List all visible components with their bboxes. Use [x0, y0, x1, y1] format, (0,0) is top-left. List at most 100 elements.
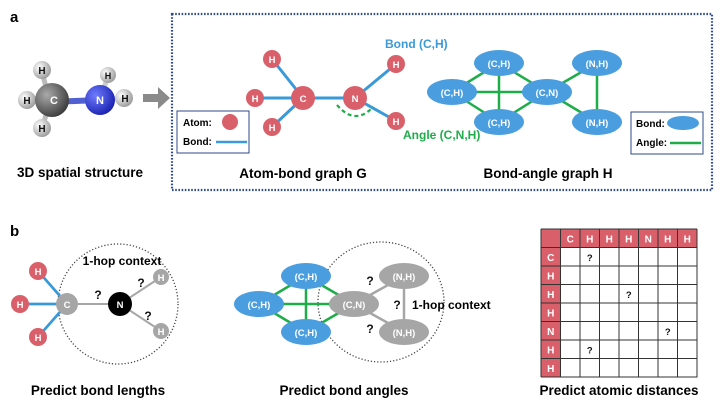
group: (C,H) (C,H) (C,H) (C,N) (N,H) (N,H): [441, 59, 609, 129]
label-text: (N,H): [586, 118, 609, 129]
matrix-row-header: N: [547, 327, 554, 338]
atom-node: [263, 50, 281, 68]
matrix-cell: [677, 321, 698, 341]
atom-node: [56, 293, 78, 315]
atom-node: [246, 89, 264, 107]
panel-b-label: b: [10, 223, 19, 240]
bond-node: [522, 79, 572, 105]
label-text: (C,N): [343, 300, 366, 311]
n-atom-3d: [85, 85, 115, 115]
matrix-col-header-cell: [599, 229, 619, 248]
matrix-row-header-cell: [541, 247, 561, 266]
molecule-3d: H H H C N H H: [18, 61, 133, 137]
panel-a-label: a: [10, 9, 19, 26]
atom-bond-graph: H H H C N H H: [246, 50, 405, 136]
label-text: Bond:: [636, 119, 665, 130]
label-text: C: [50, 95, 58, 107]
context-label: 1-hop context: [83, 254, 162, 268]
matrix-row-header-cell: [541, 303, 561, 322]
label-text: Bond:: [183, 137, 212, 148]
matrix-row-header: C: [547, 253, 554, 264]
bond-legend-marker: [667, 116, 699, 130]
bond-annotation: Bond (C,H): [385, 37, 448, 51]
matrix-cell: [599, 265, 620, 285]
group: ? ? ?: [94, 276, 151, 323]
label-text: (C,H): [295, 328, 318, 339]
label-text: Angle:: [636, 138, 667, 149]
group: H H H C N H H: [252, 55, 400, 134]
label-text: H: [38, 66, 45, 77]
label-text: (C,H): [441, 88, 464, 99]
bond-node: [379, 263, 429, 289]
matrix-col-header: H: [625, 234, 632, 245]
label-text: ?: [366, 274, 373, 288]
matrix-cell: [560, 358, 581, 378]
matrix-col-header: H: [664, 234, 671, 245]
matrix-cell: [657, 247, 678, 267]
matrix-col-header-cell: [580, 229, 600, 248]
bond-node: [572, 109, 622, 135]
matrix-row-header: H: [547, 364, 554, 375]
atom-node: [153, 269, 169, 285]
atom-legend-marker: [222, 114, 238, 130]
matrix-cell: [599, 321, 620, 341]
atom-node: [387, 55, 405, 73]
matrix-cell: [618, 339, 639, 359]
atom-node: [108, 292, 132, 316]
label-text: H: [38, 124, 45, 135]
bond-node: [474, 50, 524, 76]
group: H H H C N H H: [17, 267, 165, 344]
matrix-cell: [560, 284, 581, 304]
label-text: H: [17, 300, 24, 311]
h-atom-3d: [115, 89, 133, 107]
angle-annotation: Angle (C,N,H): [403, 128, 480, 142]
matrix-cell: [579, 302, 600, 322]
label-text: (C,H): [488, 118, 511, 129]
label-text: H: [105, 71, 112, 81]
matrix-cell: [599, 358, 620, 378]
atom-node: [11, 295, 29, 313]
label-text: H: [158, 327, 165, 338]
label-text: (N,H): [393, 272, 416, 283]
matrix-cell: [618, 358, 639, 378]
atom-node: [263, 118, 281, 136]
matrix-col-header: H: [606, 234, 613, 245]
structure-caption: 3D spatial structure: [17, 165, 144, 180]
unknown-distance-mark: ?: [587, 345, 593, 356]
matrix-cell: [560, 247, 581, 267]
matrix-col-header: H: [586, 234, 593, 245]
label-text: N: [117, 300, 124, 311]
matrix-row-header-cell: [541, 266, 561, 285]
matrix-cell: [677, 284, 698, 304]
matrix-cell: [599, 302, 620, 322]
panel-a-frame: [170, 12, 714, 192]
h-atom-3d: [33, 119, 51, 137]
group: [255, 58, 397, 129]
atom-node: [291, 86, 315, 110]
matrix-col-header-cell: [560, 229, 580, 248]
h-atom-3d: [18, 91, 36, 109]
label-text: H: [393, 60, 400, 71]
bond-node: [234, 291, 284, 317]
matrix-cell: [657, 265, 678, 285]
matrix-cell: [618, 302, 639, 322]
matrix-cell: [618, 265, 639, 285]
matrix-cell: [638, 265, 659, 285]
label-text: ?: [393, 298, 400, 312]
matrix-row-header-cell: [541, 321, 561, 340]
matrix-col-header-cell: [677, 229, 697, 248]
atom-node: [153, 323, 169, 339]
matrix-cell: [677, 339, 698, 359]
label-text: ?: [94, 288, 101, 302]
label-text: N: [96, 95, 104, 107]
atomic-distances-caption: Predict atomic distances: [539, 383, 698, 398]
matrix-cell: [560, 321, 581, 341]
matrix-corner: [541, 229, 561, 248]
matrix-cell: [560, 302, 581, 322]
label-text: C: [300, 94, 307, 105]
matrix-cell: [677, 358, 698, 378]
matrix-cell: [657, 339, 678, 359]
h-atom-3d: [33, 61, 51, 79]
bond-lengths-caption: Predict bond lengths: [31, 383, 165, 398]
